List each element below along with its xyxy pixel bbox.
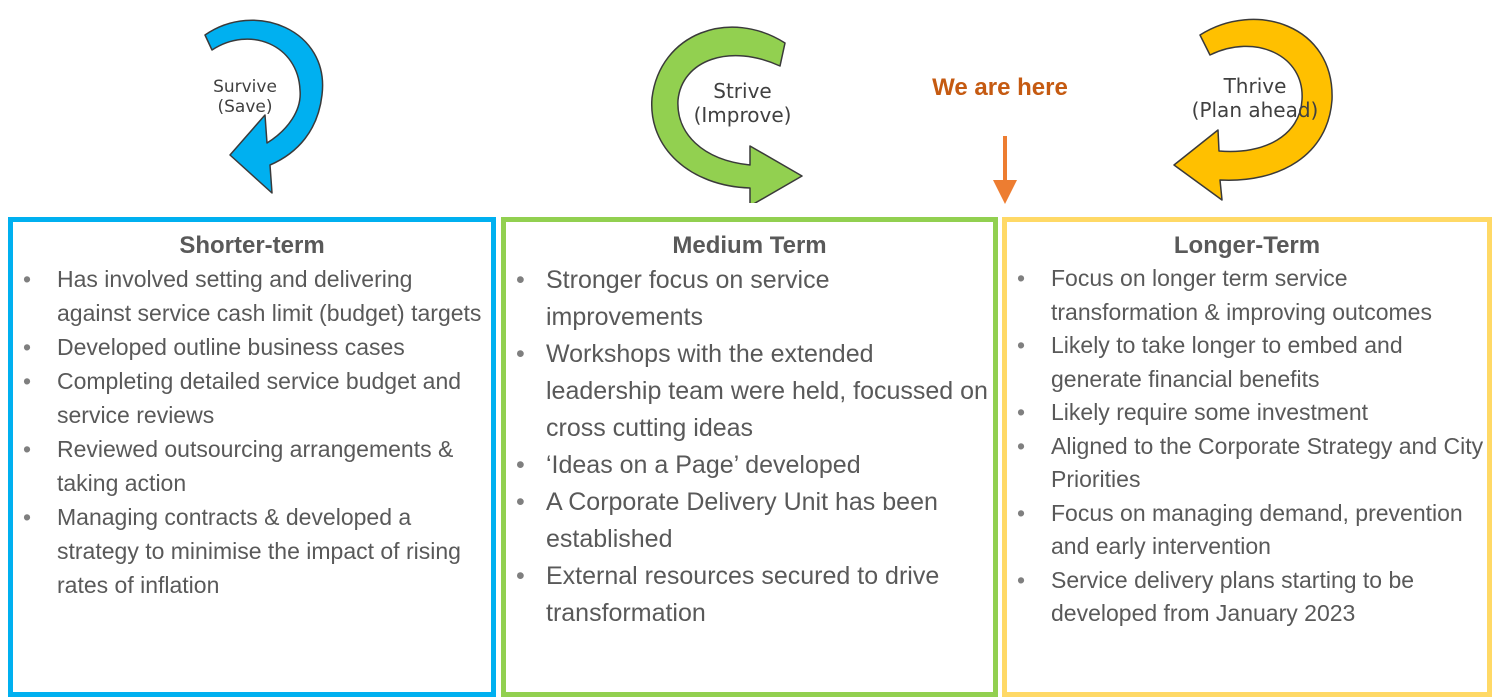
list-item: Managing contracts & developed a strateg… xyxy=(13,500,491,602)
thrive-title: Thrive xyxy=(1223,74,1287,98)
list-item: Reviewed outsourcing arrangements & taki… xyxy=(13,432,491,500)
survive-subtitle: (Save) xyxy=(217,97,273,118)
thrive-subtitle: (Plan ahead) xyxy=(1191,98,1319,122)
list-item: Workshops with the extended leadership t… xyxy=(506,336,993,447)
longer-term-box: Longer-Term Focus on longer term service… xyxy=(1002,217,1492,697)
longer-term-list: Focus on longer term service transformat… xyxy=(1007,262,1487,631)
list-item: Likely to take longer to embed and gener… xyxy=(1007,329,1487,396)
strive-title: Strive xyxy=(713,79,772,103)
thrive-cycle-arrow-icon xyxy=(1173,18,1333,201)
longer-term-heading: Longer-Term xyxy=(1173,232,1321,259)
survive-cycle-arrow-icon xyxy=(204,19,324,194)
thrive-label: Thrive (Plan ahead) xyxy=(1180,74,1330,122)
medium-term-heading: Medium Term xyxy=(672,232,827,259)
strive-cycle-arrow-icon xyxy=(651,26,803,203)
list-item: Stronger focus on service improvements xyxy=(506,262,993,336)
strive-label: Strive (Improve) xyxy=(675,79,810,127)
survive-label: Survive (Save) xyxy=(185,77,305,118)
we-are-here-label: We are here xyxy=(932,74,1068,101)
list-item: A Corporate Delivery Unit has been estab… xyxy=(506,484,993,558)
shorter-term-heading: Shorter-term xyxy=(179,232,325,259)
list-item: External resources secured to drive tran… xyxy=(506,558,993,632)
list-item: Focus on managing demand, prevention and… xyxy=(1007,497,1487,564)
down-arrow-icon xyxy=(993,136,1017,204)
list-item: Likely require some investment xyxy=(1007,396,1487,430)
list-item: Service delivery plans starting to be de… xyxy=(1007,564,1487,631)
list-item: Developed outline business cases xyxy=(13,330,491,364)
medium-term-list: Stronger focus on service improvements W… xyxy=(506,262,993,632)
list-item: Aligned to the Corporate Strategy and Ci… xyxy=(1007,430,1487,497)
shorter-term-box: Shorter-term Has involved setting and de… xyxy=(8,217,496,697)
list-item: Completing detailed service budget and s… xyxy=(13,364,491,432)
list-item: Has involved setting and delivering agai… xyxy=(13,262,491,330)
list-item: ‘Ideas on a Page’ developed xyxy=(506,447,993,484)
medium-term-box: Medium Term Stronger focus on service im… xyxy=(501,217,998,697)
shorter-term-list: Has involved setting and delivering agai… xyxy=(13,262,491,602)
list-item: Focus on longer term service transformat… xyxy=(1007,262,1487,329)
strive-subtitle: (Improve) xyxy=(693,103,792,127)
survive-title: Survive xyxy=(213,77,277,97)
